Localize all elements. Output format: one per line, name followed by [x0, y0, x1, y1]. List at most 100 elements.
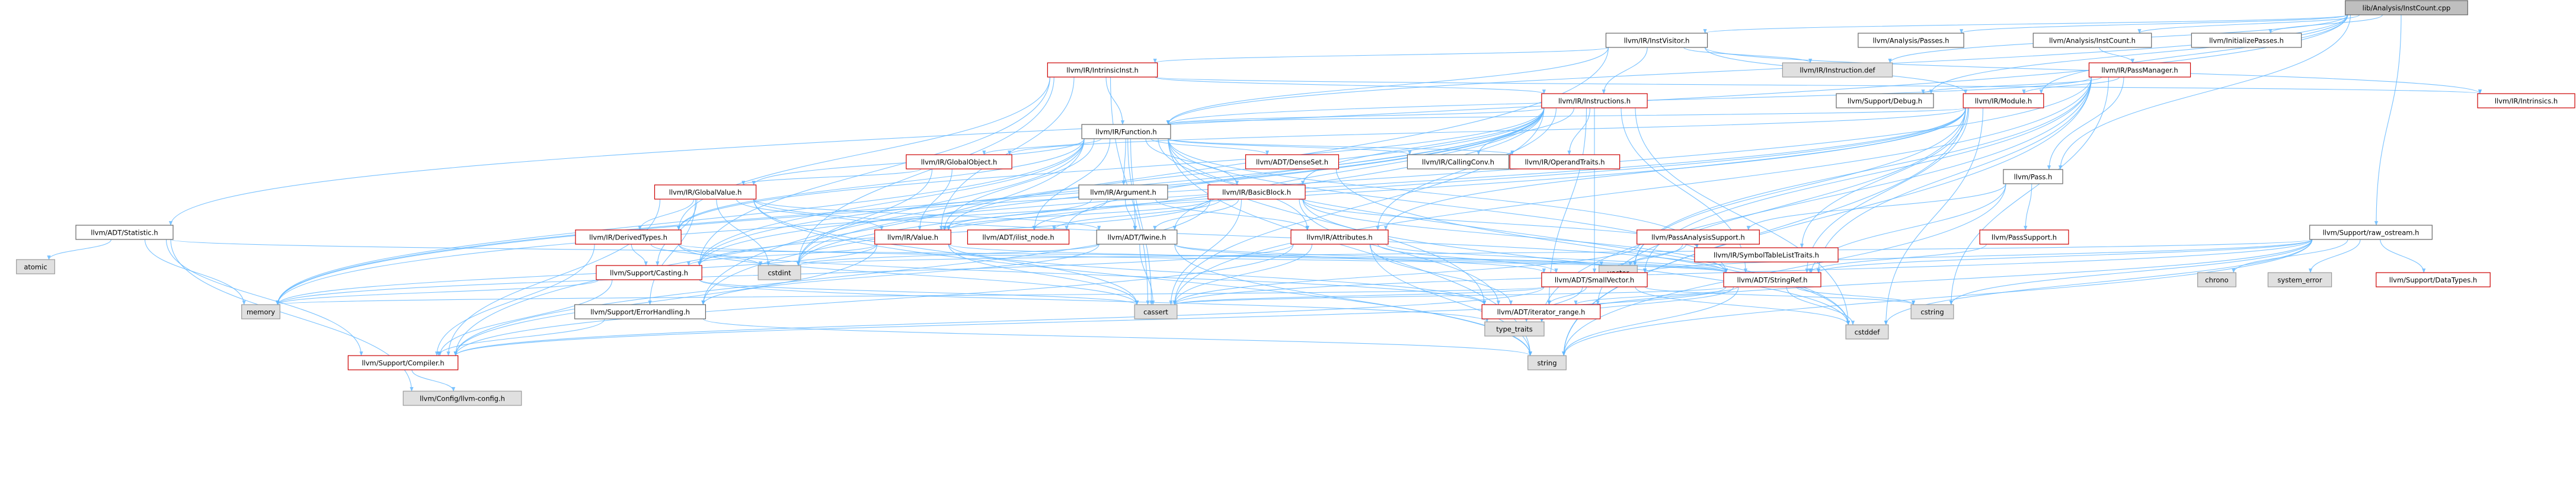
- node-box: [2032, 33, 2152, 48]
- edge-pass-to-passanalysissupport: [1746, 183, 2006, 231]
- node-label: llvm/Support/ErrorHandling.h: [590, 308, 690, 316]
- node-instcount[interactable]: llvm/Analysis/InstCount.h: [2032, 33, 2152, 48]
- edge-instructions-to-function: [1166, 107, 1545, 125]
- node-label: llvm/IR/OperandTraits.h: [1524, 158, 1605, 167]
- node-box: [2309, 225, 2433, 240]
- edge-globalobject-to-value: [918, 168, 953, 231]
- node-passanalysissupport[interactable]: llvm/PassAnalysisSupport.h: [1637, 229, 1760, 245]
- edge-intrinsicinst-to-function: [1105, 76, 1125, 125]
- node-derivedtypes[interactable]: llvm/IR/DerivedTypes.h: [575, 229, 682, 245]
- node-compiler[interactable]: llvm/Support/Compiler.h: [347, 355, 459, 370]
- node-pass[interactable]: llvm/Pass.h: [2003, 169, 2063, 184]
- edge-pass-to-passsupport: [2024, 183, 2032, 231]
- edge-smallvector-to-iteratorrange: [1547, 286, 1587, 305]
- node-globalvalue[interactable]: llvm/IR/GlobalValue.h: [654, 184, 757, 200]
- edge-globalvalue-to-value: [736, 199, 884, 231]
- node-casting[interactable]: llvm/Support/Casting.h: [596, 265, 702, 280]
- edge-basicblock-to-twine: [1153, 199, 1239, 231]
- node-instructions[interactable]: llvm/IR/Instructions.h: [1541, 93, 1648, 108]
- edge-globalvalue-to-compiler: [446, 199, 661, 356]
- node-label: llvm/InitializePasses.h: [2209, 37, 2284, 45]
- edge-instructions-to-cstdint: [796, 107, 1545, 266]
- node-initpasses[interactable]: llvm/InitializePasses.h: [2191, 33, 2302, 48]
- node-errorhandling[interactable]: llvm/Support/ErrorHandling.h: [574, 304, 706, 319]
- edge-instructions-to-cstddef: [1635, 107, 1850, 325]
- node-label: llvm/IR/Intrinsics.h: [2495, 97, 2558, 105]
- node-box: [2088, 62, 2191, 78]
- edge-stringref-to-compiler: [453, 286, 1727, 356]
- node-passmanager[interactable]: llvm/IR/PassManager.h: [2088, 62, 2191, 78]
- node-label: llvm/IR/BasicBlock.h: [1222, 188, 1291, 197]
- node-box: [1527, 355, 1567, 370]
- node-rawostream[interactable]: llvm/Support/raw_ostream.h: [2309, 225, 2433, 240]
- node-box: [1484, 321, 1545, 337]
- node-box: [1509, 154, 1621, 170]
- edge-function-to-iteratorrange: [1168, 138, 1487, 305]
- edge-function-to-value: [942, 138, 1095, 231]
- node-root[interactable]: lib/Analysis/InstCount.cpp: [2345, 0, 2468, 15]
- node-label: llvm/IR/Instruction.def: [1800, 66, 1875, 75]
- node-basicblock[interactable]: llvm/IR/BasicBlock.h: [1207, 184, 1306, 200]
- node-box: [1290, 229, 1389, 245]
- node-instvisitor[interactable]: llvm/IR/InstVisitor.h: [1605, 33, 1708, 48]
- node-box: [2345, 0, 2468, 15]
- edge-casting-to-typetraits: [699, 279, 1489, 322]
- node-debug[interactable]: llvm/Support/Debug.h: [1836, 93, 1934, 108]
- edge-twine-to-cstdint: [796, 244, 1100, 266]
- node-smallvector[interactable]: llvm/ADT/SmallVector.h: [1541, 272, 1648, 287]
- edge-function-to-symboltablelisttraits: [1168, 138, 1699, 248]
- node-box: [1078, 184, 1168, 200]
- edge-stringref-to-string: [1562, 286, 1739, 356]
- node-function[interactable]: llvm/IR/Function.h: [1081, 124, 1171, 139]
- node-box: [2197, 272, 2236, 287]
- edge-argument-to-value: [942, 199, 1092, 231]
- node-datatypes[interactable]: llvm/Support/DataTypes.h: [2376, 272, 2491, 287]
- edge-stringref-to-cstring: [1795, 286, 1916, 305]
- node-operandtraits[interactable]: llvm/IR/OperandTraits.h: [1509, 154, 1621, 170]
- node-label: llvm/IR/GlobalValue.h: [669, 188, 742, 197]
- node-ilistnode[interactable]: llvm/ADT/ilist_node.h: [967, 229, 1070, 245]
- node-box: [575, 229, 682, 245]
- node-box: [1481, 304, 1601, 319]
- edge-root-to-passes: [1960, 14, 2348, 34]
- node-typetraits: type_traits: [1484, 321, 1545, 337]
- node-symboltablelisttraits[interactable]: llvm/IR/SymbolTableListTraits.h: [1694, 247, 1839, 263]
- edge-passsupport-to-stringref: [1808, 244, 1987, 273]
- node-label: llvm/IR/IntrinsicInst.h: [1066, 66, 1139, 75]
- node-box: [1910, 304, 1954, 319]
- node-statistic[interactable]: llvm/ADT/Statistic.h: [75, 225, 174, 240]
- edge-value-to-stringref: [948, 244, 1728, 273]
- node-label: llvm/Support/DataTypes.h: [2389, 276, 2477, 284]
- node-cstdint: cstdint: [758, 265, 801, 280]
- node-globalobject[interactable]: llvm/IR/GlobalObject.h: [906, 154, 1012, 170]
- node-callingconv[interactable]: llvm/IR/CallingConv.h: [1407, 154, 1510, 170]
- edge-errorhandling-to-string: [702, 318, 1532, 356]
- node-atomic: atomic: [16, 259, 55, 274]
- edge-function-to-cstdint: [796, 138, 1085, 266]
- edge-function-to-cstddef: [1168, 138, 1850, 325]
- node-intrinsics[interactable]: llvm/IR/Intrinsics.h: [2477, 93, 2575, 108]
- node-label: cstdint: [768, 269, 791, 277]
- edge-twine-to-errorhandling: [701, 244, 1100, 305]
- node-argument[interactable]: llvm/IR/Argument.h: [1078, 184, 1168, 200]
- node-label: llvm/ADT/Statistic.h: [91, 229, 158, 237]
- node-stringref[interactable]: llvm/ADT/StringRef.h: [1723, 272, 1821, 287]
- node-box: [241, 304, 280, 319]
- edge-module-to-function: [1166, 107, 1966, 125]
- node-value[interactable]: llvm/IR/Value.h: [874, 229, 951, 245]
- node-passes[interactable]: llvm/Analysis/Passes.h: [1858, 33, 1964, 48]
- node-module[interactable]: llvm/IR/Module.h: [1963, 93, 2044, 108]
- node-densetset[interactable]: llvm/ADT/DenseSet.h: [1245, 154, 1340, 170]
- node-label: llvm/IR/Function.h: [1095, 128, 1156, 136]
- node-iteratorrange[interactable]: llvm/ADT/iterator_range.h: [1481, 304, 1601, 319]
- edge-instructions-to-cassert: [1172, 107, 1545, 305]
- node-attributes[interactable]: llvm/IR/Attributes.h: [1290, 229, 1389, 245]
- node-box: [1637, 229, 1760, 245]
- node-intrinsicinst[interactable]: llvm/IR/IntrinsicInst.h: [1047, 62, 1158, 78]
- node-twine[interactable]: llvm/ADT/Twine.h: [1096, 229, 1178, 245]
- node-layer: lib/Analysis/InstCount.cpp llvm/IR/InstVi…: [16, 0, 2575, 406]
- node-passsupport[interactable]: llvm/PassSupport.h: [1979, 229, 2069, 245]
- node-chrono: chrono: [2197, 272, 2236, 287]
- edge-smallvector-to-cstddef: [1635, 286, 1850, 325]
- edge-basicblock-to-compiler: [453, 199, 1211, 356]
